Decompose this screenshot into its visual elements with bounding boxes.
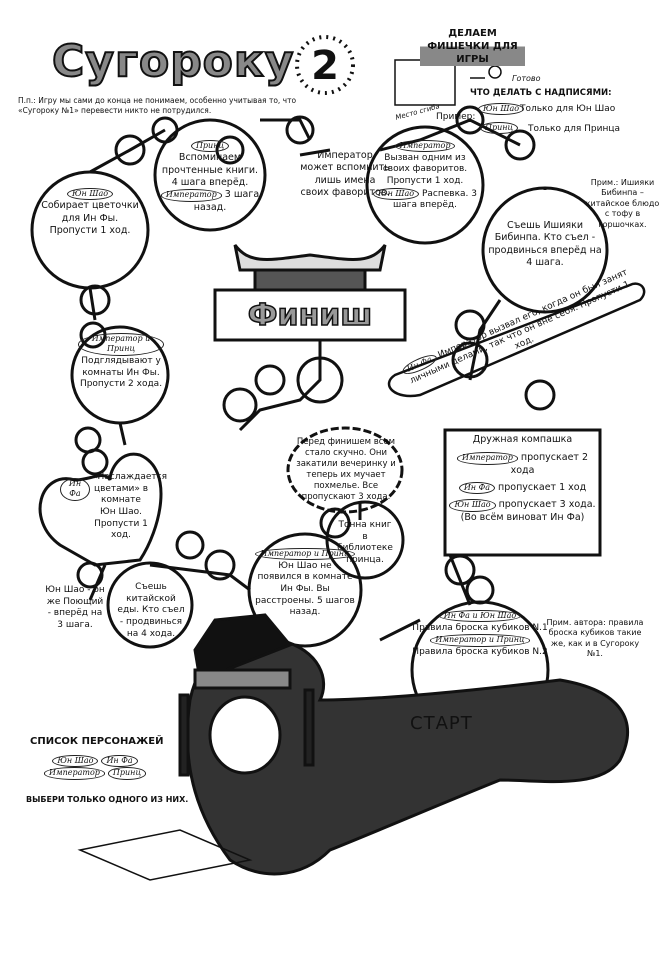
square-8: Перед финишем всем стало скучно. Они зак… <box>296 437 396 503</box>
square-9: Тонна книг в библиотеке принца. <box>337 520 393 566</box>
labels-heading: ЧТО ДЕЛАТЬ С НАДПИСЯМИ: <box>470 88 612 98</box>
start-label: СТАРТ <box>410 713 473 734</box>
only-prince: Только для Принца <box>528 124 620 134</box>
square-7-tag: Ин Фа <box>60 478 90 501</box>
character-list: Юн Шао Ин Фа Император Принц <box>40 755 150 780</box>
translator-note: П.п.: Игру мы сами до конца не понимаем,… <box>18 96 297 115</box>
author-note: Прим. автора: правила броска кубиков так… <box>546 618 644 659</box>
food-note: Прим.: Ишияки Бибинпа – китайское блюдо … <box>585 178 660 229</box>
characters-heading: СПИСОК ПЕРСОНАЖЕЙ <box>30 736 164 747</box>
chapter-number: 2 <box>311 43 339 89</box>
characters-instruction: ВЫБЕРИ ТОЛЬКО ОДНОГО ИЗ НИХ. <box>26 795 189 804</box>
tag: Юн Шао <box>478 103 525 116</box>
friendly-title: Дружная компашка <box>472 434 573 445</box>
example-label: Пример: <box>436 112 476 122</box>
ready-label: Готово <box>512 74 541 83</box>
finish: Финиш <box>247 297 373 334</box>
square-11: Съешь китайской еды. Кто съел - продвинь… <box>117 582 185 639</box>
square-4: Съешь Ишияки Бибинпа. Кто съел - продвин… <box>488 220 602 269</box>
square-12: Юн Шао - он же Поющий - вперёд на 3 шага… <box>45 585 105 631</box>
friendly-box: Дружная компашка Император пропускает 2 … <box>445 434 600 524</box>
only-yun: Только для Юн Шао <box>520 104 616 114</box>
tokens-heading: ДЕЛАЕМ ФИШЕЧКИ ДЛЯ ИГРЫ <box>420 27 525 66</box>
tag: Принц <box>480 122 519 135</box>
square-2: Император может вспомнить лишь имена сво… <box>300 150 390 199</box>
square-7: «Наслаждается цветами» в комнате Юн Шао.… <box>92 472 167 541</box>
title: Сугороку <box>51 35 295 88</box>
